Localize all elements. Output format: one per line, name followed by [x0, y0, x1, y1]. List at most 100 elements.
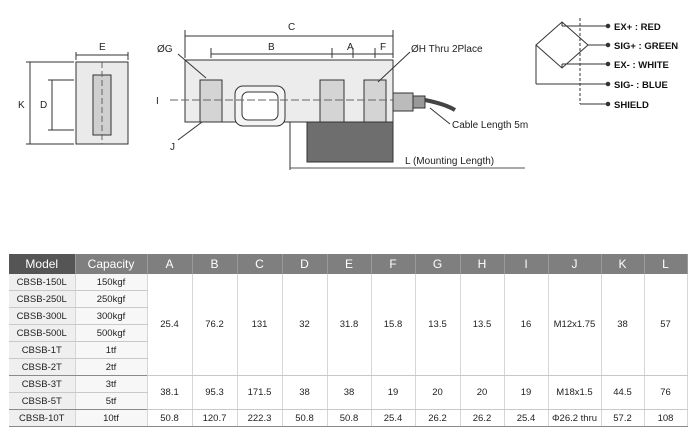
dimension-cell: 131: [237, 274, 283, 376]
dim-b-label: B: [268, 42, 275, 53]
column-header: C: [237, 254, 283, 274]
capacity-cell: 250kgf: [75, 290, 148, 308]
wire-shield-label: SHIELD: [614, 100, 649, 111]
dim-f-label: F: [380, 42, 386, 53]
model-cell: CBSB-150L: [9, 274, 76, 291]
capacity-cell: 150kgf: [75, 274, 148, 291]
cable-length-label: Cable Length 5m: [452, 120, 528, 131]
column-header: H: [460, 254, 505, 274]
dimension-cell: 57: [644, 274, 688, 376]
capacity-cell: 3tf: [75, 375, 148, 393]
capacity-cell: 1tf: [75, 341, 148, 359]
dim-j-label: J: [170, 142, 175, 153]
dimension-cell: 26.2: [460, 409, 505, 427]
dimension-cell: 108: [644, 409, 688, 427]
wire-sig-minus-label: SIG- : BLUE: [614, 80, 668, 91]
dim-e-label: E: [99, 42, 106, 53]
model-cell: CBSB-5T: [9, 392, 76, 410]
dimension-cell: 50.8: [282, 409, 328, 427]
wiring-bridge-diagram: [535, 18, 611, 107]
dimension-cell: 31.8: [327, 274, 372, 376]
dimension-cell: 13.5: [460, 274, 505, 376]
load-cell-dimension-drawing: E K D C B: [18, 18, 678, 170]
dimension-cell: 25.4: [147, 274, 193, 376]
column-header: K: [601, 254, 645, 274]
dimension-cell: 57.2: [601, 409, 645, 427]
dimension-cell: 222.3: [237, 409, 283, 427]
column-header: F: [371, 254, 416, 274]
column-header: A: [147, 254, 193, 274]
dimension-cell: 19: [371, 375, 416, 410]
model-cell: CBSB-300L: [9, 307, 76, 325]
capacity-cell: 10tf: [75, 409, 148, 427]
dimension-cell: 76: [644, 375, 688, 410]
model-cell: CBSB-500L: [9, 324, 76, 342]
dimension-cell: M12x1.75: [548, 274, 602, 376]
dimension-cell: 19: [504, 375, 549, 410]
dimension-cell: 25.4: [371, 409, 416, 427]
capacity-cell: 500kgf: [75, 324, 148, 342]
dim-d-label: D: [40, 100, 47, 111]
column-header: D: [282, 254, 328, 274]
dimension-cell: 25.4: [504, 409, 549, 427]
side-view: [170, 30, 525, 170]
dimension-cell: 44.5: [601, 375, 645, 410]
dimension-cell: 95.3: [192, 375, 238, 410]
dimension-cell: 38: [327, 375, 372, 410]
dimension-cell: 20: [415, 375, 461, 410]
model-cell: CBSB-250L: [9, 290, 76, 308]
dimension-cell: 76.2: [192, 274, 238, 376]
model-cell: CBSB-2T: [9, 358, 76, 376]
dimension-cell: Φ26.2 thru: [548, 409, 602, 427]
dimension-cell: 120.7: [192, 409, 238, 427]
end-view: [26, 52, 129, 145]
dimension-cell: 38: [601, 274, 645, 376]
column-header: E: [327, 254, 372, 274]
model-cell: CBSB-1T: [9, 341, 76, 359]
dim-c-label: C: [288, 22, 295, 33]
column-header: J: [548, 254, 602, 274]
dimension-cell: 50.8: [147, 409, 193, 427]
dimension-cell: M18x1.5: [548, 375, 602, 410]
dimension-cell: 20: [460, 375, 505, 410]
capacity-cell: 300kgf: [75, 307, 148, 325]
dim-a-label: A: [347, 42, 354, 53]
dim-k-label: K: [18, 100, 25, 111]
dimension-cell: 38: [282, 375, 328, 410]
column-header: L: [644, 254, 688, 274]
dimension-cell: 38.1: [147, 375, 193, 410]
dim-i-label: I: [156, 96, 159, 107]
wire-ex-minus-label: EX- : WHITE: [614, 60, 669, 71]
capacity-cell: 2tf: [75, 358, 148, 376]
model-cell: CBSB-3T: [9, 375, 76, 393]
column-header: G: [415, 254, 461, 274]
dimension-cell: 13.5: [415, 274, 461, 376]
column-header: Model: [9, 254, 76, 274]
dimension-cell: 26.2: [415, 409, 461, 427]
dimension-cell: 32: [282, 274, 328, 376]
dimension-cell: 15.8: [371, 274, 416, 376]
wire-ex-plus-label: EX+ : RED: [614, 22, 661, 33]
model-cell: CBSB-10T: [9, 409, 76, 427]
dim-g-label: ØG: [157, 44, 173, 55]
column-header: I: [504, 254, 549, 274]
dimension-cell: 171.5: [237, 375, 283, 410]
wire-sig-plus-label: SIG+ : GREEN: [614, 41, 678, 52]
dimension-cell: 16: [504, 274, 549, 376]
dim-l-label: L (Mounting Length): [405, 156, 494, 167]
column-header: B: [192, 254, 238, 274]
column-header: Capacity: [75, 254, 148, 274]
dimension-cell: 50.8: [327, 409, 372, 427]
dim-h-label: ØH Thru 2Place: [411, 44, 483, 55]
